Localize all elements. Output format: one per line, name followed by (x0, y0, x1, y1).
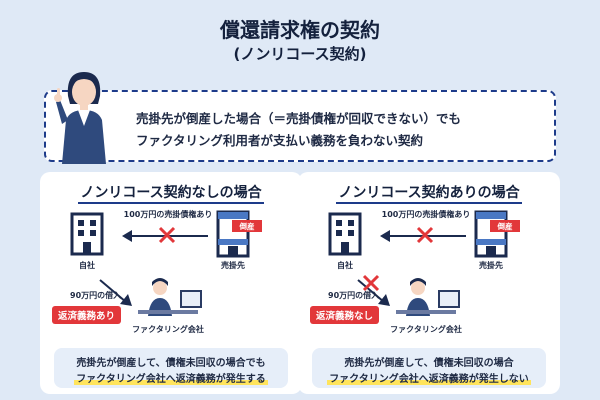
obligation-badge: 返済義務なし (310, 306, 380, 324)
definition-line-2: ファクタリング利用者が支払い義務を負わない契約 (136, 133, 424, 148)
page-subtitle: (ノンリコース契約) (233, 45, 367, 63)
card-title-underline (78, 202, 264, 204)
own-company-label: 自社 (79, 260, 95, 270)
card-with-nonrecourse: ノンリコース契約ありの場合 自社 100万円の売掛債権あり 倒産 売掛先 (298, 172, 560, 394)
own-company-building-icon (70, 212, 104, 256)
factoring-staff-icon (396, 278, 460, 316)
bankrupt-tag: 倒産 (497, 221, 513, 231)
flow-diagram: 自社 100万円の売掛債権あり 倒産 売掛先 90万円の借入 (70, 209, 262, 334)
own-company-building-icon (328, 212, 362, 256)
debtor-label: 売掛先 (479, 260, 503, 270)
own-company-label: 自社 (337, 260, 353, 270)
page-title: 償還請求権の契約 (220, 18, 380, 42)
cross-mark-icon (416, 226, 434, 244)
cross-mark-icon (158, 226, 176, 244)
presenter-person-icon (54, 72, 106, 164)
arrow-down-right-icon (99, 279, 132, 306)
cross-mark-icon (362, 274, 380, 292)
conclusion-box: 売掛先が倒産して、債権未回収の場合 ファクタリング会社へ返済義務が発生しない (312, 348, 546, 388)
obligation-badge: 返済義務あり (52, 306, 122, 324)
borrow-label: 90万円の借入 (328, 290, 379, 300)
factoring-label: ファクタリング会社 (132, 324, 204, 334)
conclusion-highlight: ファクタリング会社へ返済義務が発生しない (327, 374, 531, 385)
factoring-label: ファクタリング会社 (390, 324, 462, 334)
conclusion-line-1: 売掛先が倒産して、債権未回収の場合でも (76, 358, 266, 369)
card-title: ノンリコース契約なしの場合 (80, 185, 262, 201)
receivable-label: 100万円の売掛債権あり (382, 209, 471, 219)
conclusion-line-1: 売掛先が倒産して、債権未回収の場合 (344, 358, 514, 369)
bankrupt-building-icon (474, 210, 520, 258)
receivable-label: 100万円の売掛債権あり (124, 209, 213, 219)
card-without-nonrecourse: ノンリコース契約なしの場合 自社 100万円の売掛債権あり 倒産 売掛先 (40, 172, 302, 394)
conclusion-box: 売掛先が倒産して、債権未回収の場合でも ファクタリング会社へ返済義務が発生する (54, 348, 288, 388)
definition-box: 売掛先が倒産した場合（＝売掛債権が回収できない）でも ファクタリング利用者が支払… (44, 90, 556, 162)
flow-diagram: 自社 100万円の売掛債権あり 倒産 売掛先 90万円の借入 (328, 209, 520, 334)
debtor-label: 売掛先 (221, 260, 245, 270)
conclusion-line-2: ファクタリング会社へ返済義務が発生する (54, 370, 288, 385)
arrow-down-right-icon (357, 279, 390, 306)
card-title: ノンリコース契約ありの場合 (338, 185, 520, 201)
bankrupt-building-icon (216, 210, 262, 258)
bankrupt-tag: 倒産 (239, 221, 255, 231)
conclusion-highlight: ファクタリング会社へ返済義務が発生する (74, 374, 268, 385)
factoring-staff-icon (138, 278, 202, 316)
conclusion-line-2: ファクタリング会社へ返済義務が発生しない (312, 370, 546, 385)
definition-line-1: 売掛先が倒産した場合（＝売掛債権が回収できない）でも (136, 111, 462, 126)
card-title-underline (336, 202, 522, 204)
borrow-label: 90万円の借入 (70, 290, 121, 300)
